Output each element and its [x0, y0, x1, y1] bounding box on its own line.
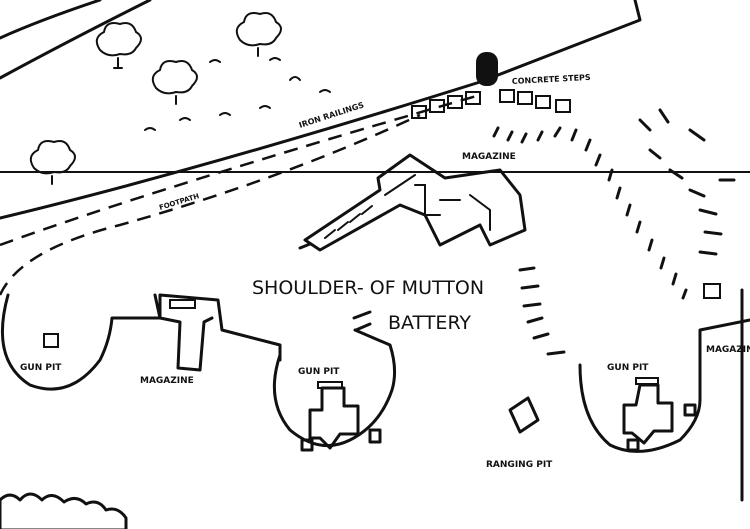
earth-bank-hatching: [298, 108, 736, 356]
gun-platform-steps: [317, 381, 343, 389]
hedge: [0, 492, 128, 529]
gun-platform: [308, 386, 360, 450]
label-gun-pit-center: GUN PIT: [298, 367, 340, 377]
magazine-left-building: [153, 293, 214, 372]
gun-pit-left-wall: [0, 293, 282, 391]
magazine-interior: [324, 174, 491, 239]
gun-platform-steps: [635, 377, 659, 385]
magazine-building: [303, 153, 527, 252]
road-edge: [0, 0, 152, 80]
footpath: [0, 93, 481, 247]
road-edge: [0, 0, 102, 40]
label-magazine-left: MAGAZINE: [140, 376, 194, 386]
tree-icon: [95, 22, 142, 69]
magazine-door: [169, 299, 196, 309]
pit-corner-block: [626, 438, 640, 452]
label-magazine-top: MAGAZINE: [462, 152, 516, 162]
right-magazine-building: [703, 283, 721, 299]
gun-platform: [622, 383, 674, 445]
label-concrete-steps: CONCRETE STEPS: [512, 73, 591, 86]
label-gun-pit-left: GUN PIT: [20, 363, 62, 373]
label-battery: BATTERY: [388, 312, 471, 334]
label-ranging-pit: RANGING PIT: [486, 460, 553, 470]
post-marker: [476, 52, 498, 86]
iron-railings: [0, 0, 642, 220]
tree-icon: [151, 60, 198, 105]
gun-emplacement-marker: [43, 333, 59, 348]
gun-pit-right-wall: [578, 318, 750, 453]
pit-corner-block: [683, 403, 697, 417]
tree-icon: [29, 140, 76, 185]
pit-corner-block: [368, 428, 382, 444]
pit-corner-block: [300, 438, 314, 452]
label-magazine-right: MAGAZINE: [706, 345, 750, 355]
label-gun-pit-right: GUN PIT: [607, 363, 649, 373]
concrete-steps: [411, 89, 571, 119]
shrub-marks: [144, 57, 331, 131]
label-iron-railings: IRON RAILINGS: [298, 100, 366, 130]
tree-icon: [235, 12, 282, 57]
gun-pit-center-wall: [272, 328, 397, 448]
ranging-pit: [508, 396, 540, 434]
footpath: [0, 113, 421, 296]
label-battery-name: SHOULDER- OF MUTTON: [252, 277, 484, 299]
